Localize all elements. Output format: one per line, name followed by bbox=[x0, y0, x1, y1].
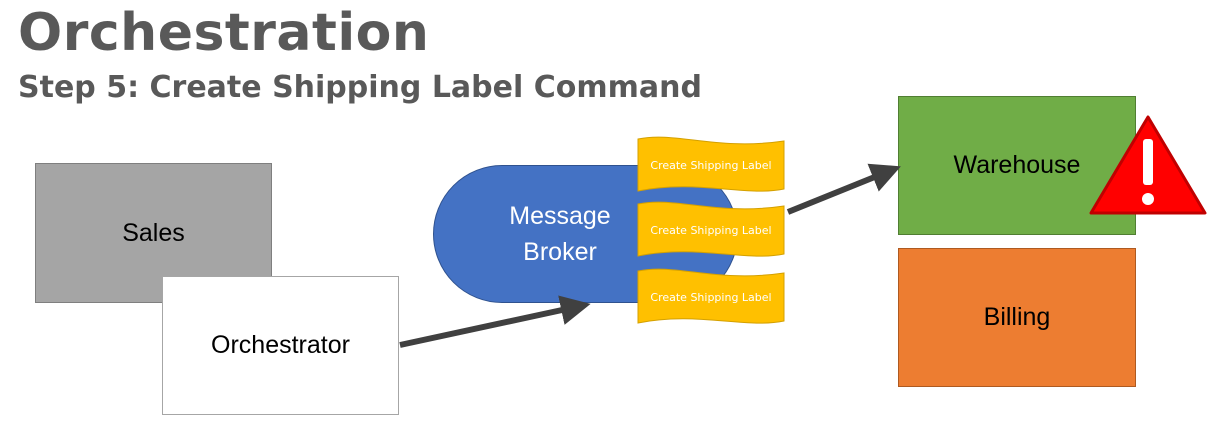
message-broker-label: Message Broker bbox=[470, 198, 650, 270]
arrow-broker-to-warehouse bbox=[786, 163, 901, 215]
orchestrator-node: Orchestrator bbox=[162, 276, 399, 415]
message-flag-label: Create Shipping Label bbox=[650, 223, 772, 237]
message-flag-1: Create Shipping Label bbox=[636, 135, 786, 195]
sales-label: Sales bbox=[122, 218, 185, 247]
wave-flag-shape bbox=[637, 268, 785, 324]
arrow-orchestrator-to-broker bbox=[399, 295, 591, 348]
billing-label: Billing bbox=[983, 303, 1051, 331]
orchestrator-label: Orchestrator bbox=[211, 331, 350, 359]
broker-label-line2: Broker bbox=[523, 238, 597, 266]
billing-node: Billing bbox=[898, 248, 1136, 387]
wave-flag-shape bbox=[637, 201, 785, 257]
message-flag-label: Create Shipping Label bbox=[650, 290, 772, 304]
message-flag-label: Create Shipping Label bbox=[650, 158, 772, 172]
warehouse-label: Warehouse bbox=[953, 151, 1081, 179]
wave-flag-shape bbox=[637, 136, 785, 192]
page-subtitle: Step 5: Create Shipping Label Command bbox=[18, 70, 702, 105]
broker-label-line1: Message bbox=[509, 202, 611, 230]
message-flag-3: Create Shipping Label bbox=[636, 267, 786, 327]
page-title: Orchestration bbox=[18, 3, 430, 63]
message-flag-2: Create Shipping Label bbox=[636, 200, 786, 260]
warning-triangle-icon bbox=[1089, 115, 1207, 215]
